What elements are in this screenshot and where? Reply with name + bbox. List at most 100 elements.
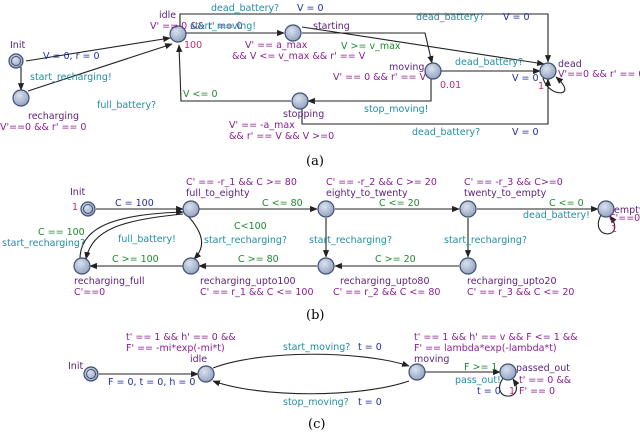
inv-idle-c-1: t' == 1 && h' == 0 && (126, 332, 236, 343)
sync-start-moving-c: start_moving? (283, 342, 350, 353)
sync-start-rech-left: start_recharging? (2, 238, 85, 249)
sync-start-rech-2: start_recharging? (309, 235, 392, 246)
upd-t0-top: t = 0 (358, 342, 382, 353)
location-passed-out (500, 364, 516, 380)
sync-start-rech-3: start_recharging? (444, 235, 527, 246)
location-stopping (292, 93, 308, 109)
location-recharging-full (74, 258, 90, 274)
panel-a: Init idle V' == 0 && r' == 0 100 startin… (0, 3, 640, 169)
upd-t0-right: t = 0 (477, 386, 501, 397)
label-full-to-eighty: full_to_eighty (186, 188, 250, 199)
caption-c: (c) (308, 417, 325, 432)
label-idle-c: idle (190, 354, 207, 365)
prio-moving: 0.01 (440, 80, 461, 91)
inv-moving-c-1: t' == 1 && h' == v && F <= 1 && (414, 332, 578, 343)
sync-dead-b: dead_battery! (523, 210, 590, 221)
upd-dead-1: V = 0 (297, 3, 324, 14)
inv-passed-2: F' == 0 (519, 386, 555, 397)
sync-start-moving-a: start_moving! (190, 21, 256, 32)
inv-recharging: V'==0 && r' == 0 (0, 122, 86, 133)
inv-r100: C' == r_1 && C <= 100 (200, 287, 314, 298)
panel-c: Init t' == 1 && h' == 0 && F' == -mi*exp… (68, 332, 578, 432)
guard-lt100: C<100 (234, 221, 267, 232)
sync-stop-moving-a: stop_moving! (364, 104, 428, 115)
inv-stopping-1: V' == -a_max (229, 120, 295, 131)
sync-pass-out: pass_out! (455, 375, 501, 386)
guard-c20: C <= 20 (379, 198, 420, 209)
inv-e20: C' == -r_2 && C >= 20 (326, 177, 437, 188)
prio-init-b: 1 (72, 202, 78, 213)
label-moving-c: moving (414, 354, 449, 365)
upd-init-a: V = 0, r = 0 (43, 51, 100, 62)
location-recharging-upto80 (318, 258, 334, 274)
inv-f80: C' == -r_1 && C >= 80 (186, 177, 297, 188)
sync-full-battery-b: full_battery! (118, 234, 176, 245)
inv-t2e: C' == -r_3 && C>=0 (464, 177, 563, 188)
edge-moving-idle-c (213, 381, 409, 394)
upd-dead-2: V = 0 (503, 12, 530, 23)
label-recharging-upto80: recharging_upto80 (340, 276, 430, 287)
caption-b: (b) (306, 308, 324, 323)
sync-start-recharging-a: start_recharging! (30, 72, 112, 83)
label-twenty-to-empty: twenty_to_empty (464, 188, 547, 199)
location-recharging-upto20 (460, 258, 476, 274)
location-recharging-upto100 (183, 258, 199, 274)
location-dead (540, 63, 556, 79)
label-idle-a: idle (159, 10, 176, 21)
prio-idle-a: 100 (184, 40, 202, 51)
guard-f1: F >= 1 (464, 362, 497, 373)
label-init-c: Init (68, 361, 83, 372)
location-starting (285, 25, 301, 41)
inv-idle-c-2: F' == -mi*exp(-mi*t) (126, 343, 225, 354)
inv-starting-2: && V <= v_max && r' == V (232, 51, 366, 62)
panel-b: Init 1 C' == -r_1 && C >= 80 full_to_eig… (2, 177, 640, 323)
guard-ge100: C >= 100 (112, 254, 159, 265)
inv-passed-1: t' == 0 && (519, 375, 572, 386)
location-twenty-to-empty (460, 201, 476, 217)
location-full-to-eighty (183, 201, 199, 217)
location-recharging (13, 90, 29, 106)
sync-full-battery-a: full_battery? (97, 100, 156, 111)
label-stopping: stopping (283, 109, 324, 120)
label-init-b: Init (70, 187, 85, 198)
guard-ge20: C >= 20 (375, 254, 416, 265)
inv-rfull: C'==0 (74, 287, 105, 298)
inv-r80: C' == r_2 && C <= 80 (333, 287, 440, 298)
label-recharging-upto20: recharging_upto20 (467, 276, 557, 287)
upd-dead-4: V = 0 (512, 127, 539, 138)
label-passed-out: passed_out (516, 363, 570, 374)
prio-dead: 1 (538, 81, 544, 92)
upd-t0-bottom: t = 0 (358, 397, 382, 408)
edge-f80-r100 (188, 216, 202, 259)
sync-start-rech-1: start_recharging? (204, 235, 287, 246)
caption-a: (a) (306, 154, 324, 169)
location-moving-c (409, 364, 425, 380)
location-eighty-to-twenty (318, 201, 334, 217)
inv-moving-a: V' == 0 && r' == V (333, 72, 426, 83)
prio-empty: 1 (611, 224, 617, 235)
upd-init-c: F = 0, t = 0, h = 0 (108, 377, 195, 388)
sync-stop-moving-c: stop_moving? (283, 397, 349, 408)
prio-passed: 1 (509, 386, 515, 397)
sync-dead-4: dead_battery? (412, 127, 480, 138)
upd-c100: C = 100 (115, 198, 154, 209)
guard-v0-a: V <= 0 (183, 89, 218, 100)
location-moving-a (425, 63, 441, 79)
guard-vmax: V >= v_max (341, 41, 401, 52)
guard-c80: C <= 80 (262, 198, 303, 209)
upd-dead-3: V = 0 (512, 73, 539, 84)
guard-c0: C <= 0 (549, 198, 584, 209)
inv-dead: V'==0 && r' == 0 (558, 69, 640, 80)
location-idle-c (198, 366, 214, 382)
label-starting: starting (313, 21, 350, 32)
inv-stopping-2: && r' == V && V >=0 (229, 131, 334, 142)
edge-idle-moving-c (213, 354, 409, 368)
inv-moving-c-2: F' == lambda*exp(-lambda*t) (414, 343, 557, 354)
label-init-a: Init (10, 40, 25, 51)
label-recharging-full: recharging_full (74, 276, 144, 287)
label-recharging-upto100: recharging_upto100 (200, 276, 296, 287)
inv-r20: C' == r_3 && C <= 20 (467, 287, 574, 298)
label-recharging: recharging (28, 111, 79, 122)
inv-empty: C'==0 (609, 213, 640, 224)
